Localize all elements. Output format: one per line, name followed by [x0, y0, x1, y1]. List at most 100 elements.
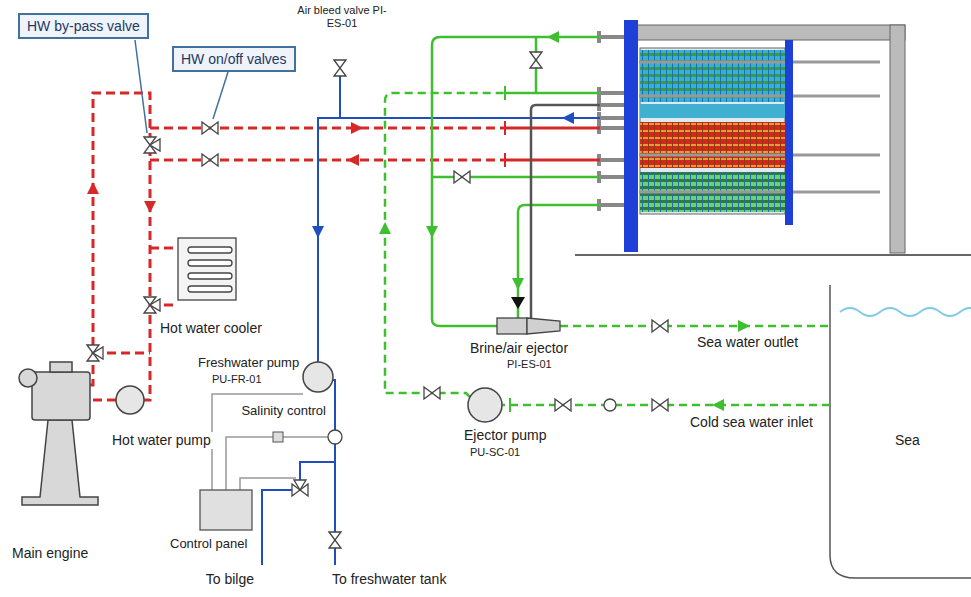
freshwater-pipes [262, 490, 292, 565]
callout-leaders [213, 72, 228, 119]
plate-pack [640, 104, 785, 118]
exchanger-frame [627, 25, 905, 253]
sea-water-pipes [504, 86, 506, 100]
hot-water-cooler-symbol [188, 260, 232, 266]
sea-wall [830, 285, 971, 578]
hot-water-arrows [144, 201, 156, 213]
callout-text: HW by-pass valve [27, 18, 140, 34]
hot-water-valves [202, 154, 218, 166]
valve-tag: Air bleed valve PI-ES-01 [295, 4, 389, 30]
hot-water-valves [87, 345, 103, 361]
sea-water-arrows [712, 399, 724, 411]
flow-destination: To bilge [204, 571, 256, 588]
sea-water-arrows [379, 31, 750, 411]
part-name: Hot water cooler [158, 320, 264, 337]
part-name: Ejector pump [462, 427, 548, 444]
control-wires [212, 394, 328, 490]
brine-line [531, 105, 600, 318]
area-name: Sea [893, 432, 922, 449]
sea-water-pipes [432, 37, 600, 326]
freshwater-valves [329, 532, 341, 548]
flow-name: Sea water outlet [695, 334, 800, 351]
sea-water-pipes [509, 398, 511, 412]
sea-waves [840, 308, 971, 316]
freshwater-pipes [300, 462, 335, 481]
check-arrow [511, 297, 525, 309]
sea-water-arrows [379, 222, 391, 234]
flow-destination: To freshwater tank [330, 571, 448, 588]
sea-water-valves [652, 399, 668, 411]
exchanger-frame [640, 48, 785, 214]
salinity-sensor [273, 432, 283, 442]
ejector-symbol [497, 318, 527, 334]
ejector-pump-symbol [468, 388, 502, 422]
part-name: Brine/air ejector [468, 340, 570, 357]
salinity-sensor [273, 432, 283, 442]
pressure-plates [785, 40, 793, 225]
freshwater-valves [292, 60, 346, 548]
part-name: Main engine [10, 545, 90, 562]
ejector-symbol [497, 318, 560, 334]
salinity-cell [328, 430, 342, 444]
inlet-filter [604, 399, 616, 411]
pipe-flanges [601, 158, 624, 162]
pipe-flanges [601, 103, 624, 107]
hot-water-cooler-symbol [188, 273, 232, 279]
hot-water-cooler-symbol [178, 238, 236, 300]
pressure-plates [624, 20, 793, 252]
pump-tag: PU-FR-01 [210, 373, 264, 386]
hot-water-pipes-solid [505, 159, 600, 162]
sea-water-pipes [432, 37, 600, 412]
main-engine [19, 362, 98, 505]
callout-text: HW on/off valves [181, 51, 287, 67]
control-wires [226, 437, 328, 490]
plate-pack [640, 50, 785, 212]
hot-water-pipes [90, 93, 505, 400]
ground-line [575, 254, 971, 256]
sea-water-valves [530, 52, 542, 68]
exchanger-frame [627, 25, 905, 40]
part-name: Salinity control [239, 403, 328, 419]
hot-water-valves [144, 137, 160, 153]
hot-water-cooler-symbol [188, 286, 232, 292]
sea-water-arrows [512, 278, 524, 290]
hot-water-pipes-solid [505, 121, 600, 167]
sea-water-valves [652, 320, 668, 332]
pipe-flanges [601, 35, 624, 39]
sea-water-valves [555, 399, 571, 411]
plate-pack [640, 122, 785, 168]
hot-water-pipes-solid [505, 127, 600, 130]
sea-water-dashed [560, 325, 830, 328]
hot-water-arrows [87, 182, 99, 194]
plate-pack [640, 50, 785, 102]
hot-water-arrows [347, 154, 359, 166]
sea-water-dashed [385, 93, 830, 405]
pipe-flanges [601, 91, 624, 95]
control-panel-symbol [200, 490, 252, 530]
sea-water-valves [424, 387, 440, 399]
ejector-pump-symbol [468, 388, 502, 422]
hot-water-valves [202, 122, 218, 134]
ejector-symbol [527, 318, 560, 334]
tie-rods [639, 62, 880, 192]
sea-waves [840, 308, 971, 316]
main-engine [19, 369, 37, 387]
hot-water-pipes [90, 399, 116, 402]
sea-water-arrows [738, 320, 750, 332]
sea-water-arrows [426, 226, 438, 238]
main-engine [22, 420, 98, 505]
exchanger-frame [890, 25, 905, 253]
pressure-plates [624, 20, 638, 252]
freshwater-pump-symbol [303, 362, 333, 392]
hot-water-valves [144, 297, 160, 313]
main-engine [32, 372, 90, 420]
hot-water-arrows [87, 122, 363, 213]
salinity-cell [328, 430, 342, 444]
sea-wall [830, 285, 971, 578]
freshwater-arrows [312, 112, 574, 238]
hot-water-pump-symbol [116, 386, 144, 414]
pipe-flanges [601, 175, 624, 179]
sea-water-arrows [547, 31, 559, 43]
check-arrow [511, 297, 525, 309]
